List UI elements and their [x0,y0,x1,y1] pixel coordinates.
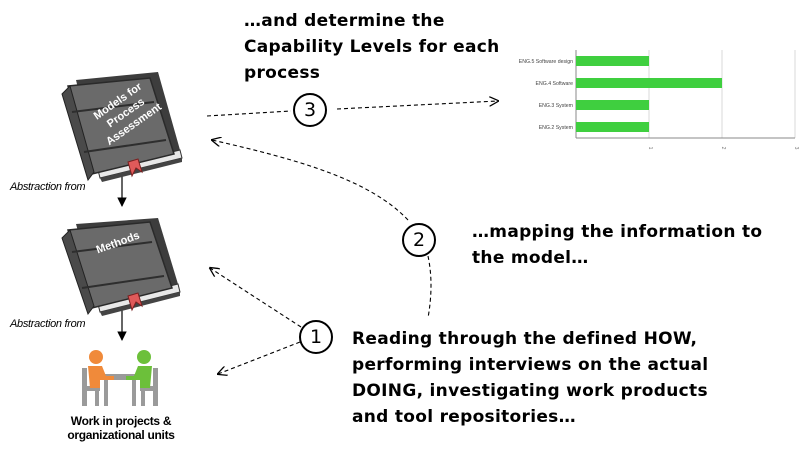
arrow-step1-down [218,341,301,374]
chart-bar [576,78,722,88]
step2-line-1: …mapping the information to [472,222,763,242]
work-label-line-2: organizational units [67,428,175,442]
step3-line-1: …and determine the [244,11,445,31]
step1-text: Reading through the defined HOW, perform… [352,326,708,430]
work-label: Work in projects & organizational units [46,414,196,442]
step1-line-2: performing interviews on the actual [352,355,709,375]
step2-badge: 2 [402,223,436,257]
work-label-line-1: Work in projects & [70,414,172,428]
chart-category-label: ENG.5 Software design [519,59,573,65]
arrow-step2-down [427,255,432,319]
step3-line-3: process [244,63,321,83]
step1-line-3: DOING, investigating work products [352,381,708,401]
chart-bar [576,122,649,132]
chart-tick-label: 1 [647,147,653,150]
chart-bar [576,56,649,66]
abstraction-label-2: Abstraction from [10,318,86,330]
step3-line-2: Capability Levels for each [244,37,500,57]
step2-text: …mapping the information to the model… [472,219,762,271]
arrow-step2-up [212,140,409,221]
chart-tick-label: 2 [720,147,726,150]
step1-line-4: and tool repositories… [352,407,576,427]
arrow-step3-left [206,110,292,117]
chart-bar [576,100,649,110]
step3-text: …and determine the Capability Levels for… [244,8,500,86]
arrow-step3-right [336,101,498,110]
chart-category-label: ENG.4 Software [536,81,574,87]
chart-tick-label: 3 [793,147,799,150]
step1-badge: 1 [299,320,333,354]
step3-badge: 3 [293,93,327,127]
abstraction-label-1: Abstraction from [10,181,86,193]
chart-category-label: ENG.2 System [539,125,573,131]
chart-category-label: ENG.3 System [539,103,573,109]
step1-line-1: Reading through the defined HOW, [352,329,698,349]
step2-line-2: the model… [472,248,589,268]
